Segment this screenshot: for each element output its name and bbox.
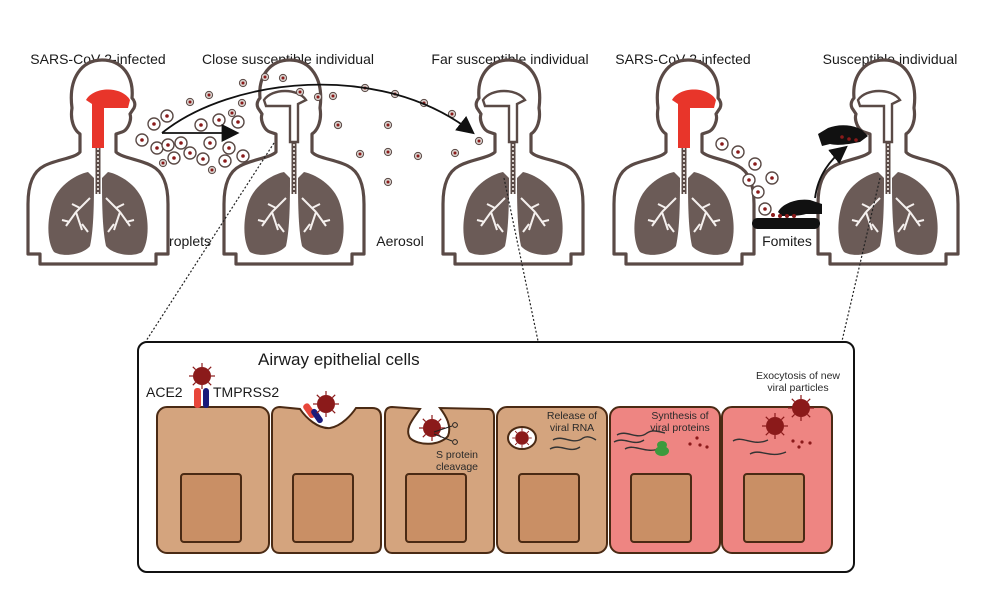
tmprss2-label: TMPRSS2	[213, 384, 280, 400]
aerosol-arrow	[161, 83, 475, 135]
scissors-icon	[433, 422, 458, 445]
viral-rna	[549, 436, 597, 451]
label-line: viral RNA	[549, 422, 595, 434]
label-line: viral particles	[767, 382, 829, 394]
droplets-label: Droplets	[158, 233, 212, 249]
airway-epithelial-panel	[137, 341, 855, 573]
label-line: Release of	[546, 410, 598, 422]
panel-title: Airway epithelial cells	[258, 350, 420, 369]
ace2-receptor	[194, 388, 201, 408]
virus-icon	[312, 390, 340, 418]
stage-label-protein-synthesis: Synthesis of viral proteins	[642, 410, 718, 434]
stage-label-exocytosis: Exocytosis of new viral particles	[748, 370, 848, 394]
virus-on-hand	[840, 135, 858, 142]
contaminated-surface	[752, 218, 820, 229]
cell-cleavage	[384, 405, 495, 554]
aerosol-label: Aerosol	[376, 233, 424, 249]
fomite-arrow	[814, 145, 848, 199]
stage-label-rna-release: Release of viral RNA	[540, 410, 604, 434]
virus-icon	[787, 394, 815, 422]
nucleus	[518, 473, 580, 543]
label-line: Synthesis of	[651, 410, 709, 422]
cell-binding	[156, 362, 270, 554]
fomites-label: Fomites	[762, 233, 812, 249]
viral-proteins	[688, 436, 709, 449]
cell-rna-release	[496, 406, 608, 554]
nucleus	[743, 473, 805, 543]
viral-particles	[791, 439, 812, 449]
cell-protein-synthesis	[609, 406, 721, 554]
nucleus	[630, 473, 692, 543]
cell-invagination	[271, 390, 382, 554]
ribosome	[655, 446, 669, 456]
cell-exocytosis	[721, 394, 833, 554]
label-line: cleavage	[435, 461, 479, 473]
zoom-connectors	[145, 142, 881, 342]
viral-rna	[732, 438, 787, 456]
virus-icon	[188, 362, 216, 390]
nucleus	[405, 473, 467, 543]
label-line: Exocytosis of new	[755, 370, 841, 382]
nucleus	[292, 473, 354, 543]
tmprss2-protease	[203, 388, 209, 408]
ace2-label: ACE2	[146, 384, 183, 400]
nucleus	[180, 473, 242, 543]
label-line: S protein	[435, 449, 479, 461]
label-line: viral proteins	[650, 422, 710, 434]
stage-label-cleavage: S protein cleavage	[432, 449, 482, 473]
virus-icon	[511, 427, 533, 449]
virus-on-surface	[771, 213, 796, 218]
hand-touching-surface-icon	[778, 199, 822, 216]
virus-icon	[761, 412, 789, 440]
